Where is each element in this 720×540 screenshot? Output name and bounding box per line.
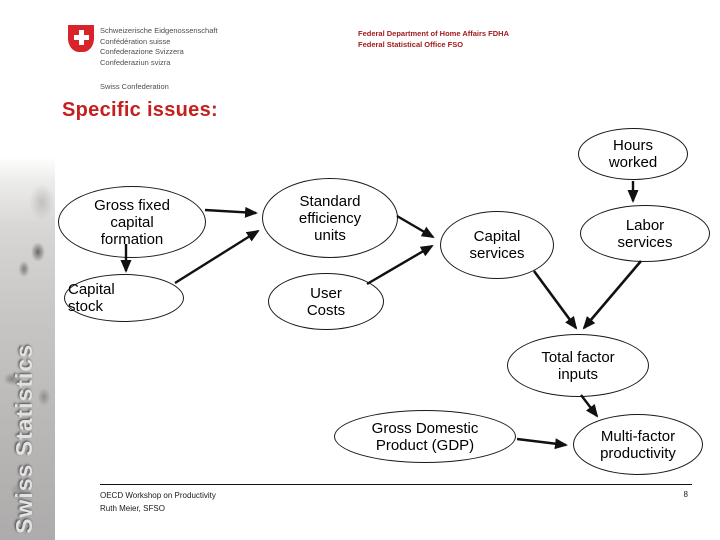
swiss-cross-horizontal <box>73 35 89 40</box>
sidebar-vertical-text: Swiss Statistics <box>11 344 37 534</box>
footer-line1: OECD Workshop on Productivity <box>100 491 216 500</box>
node-gdp: Gross Domestic Product (GDP) <box>334 410 516 463</box>
node-total-factor-inputs: Total factor inputs <box>507 334 649 397</box>
node-label-capital-services: Capital services <box>469 228 525 262</box>
department-header: Federal Department of Home Affairs FDHA … <box>358 28 509 50</box>
department-line1: Federal Department of Home Affairs FDHA <box>358 29 509 38</box>
node-hours-worked: Hours worked <box>578 128 688 180</box>
logo-line-de: Schweizerische Eidgenossenschaft <box>100 26 218 35</box>
sidebar-photo: Swiss Statistics <box>0 157 55 540</box>
page-number: 8 <box>683 490 688 499</box>
logo-line-it: Confederazione Svizzera <box>100 47 184 56</box>
footer-text: OECD Workshop on Productivity Ruth Meier… <box>100 490 216 515</box>
node-label-total-factor: Total factor inputs <box>541 348 615 383</box>
node-label-standard-units: Standard efficiency units <box>298 192 362 244</box>
node-labor-services: Labor services <box>580 205 710 262</box>
node-label-gdp: Gross Domestic Product (GDP) <box>371 419 479 454</box>
swiss-flag-icon <box>68 25 94 52</box>
confederation-logo-text: Schweizerische Eidgenossenschaft Confédé… <box>100 26 218 68</box>
arrow-standard-to-capsvc <box>396 214 435 239</box>
node-label-hours-worked: Hours worked <box>608 137 658 171</box>
node-multi-factor-productivity: Multi-factor productivity <box>573 414 703 475</box>
arrow-usercosts-to-capsvc <box>366 244 434 286</box>
department-line2: Federal Statistical Office FSO <box>358 40 464 49</box>
logo-line-rm: Confederaziun svizra <box>100 57 171 67</box>
arrow-capsvc-to-totalfac <box>532 270 578 330</box>
node-gross-fixed-capital-formation: Gross fixed capital formation <box>58 186 206 258</box>
node-label-labor-services: Labor services <box>617 216 673 251</box>
logo-line-fr: Confédération suisse <box>100 36 171 46</box>
page-title: Specific issues: <box>62 99 218 121</box>
footer-divider <box>100 484 692 485</box>
node-label-gross-fixed: Gross fixed capital formation <box>94 196 170 248</box>
node-capital-stock: Capital stock <box>64 274 184 322</box>
footer-line2: Ruth Meier, SFSO <box>100 503 165 513</box>
arrow-totalfac-to-mfp <box>580 394 599 418</box>
arrow-gdp-to-mfp <box>516 437 568 450</box>
node-label-capital-stock: Capital stock <box>68 281 115 315</box>
node-standard-efficiency-units: Standard efficiency units <box>262 178 398 258</box>
logo-tagline: Swiss Confederation <box>100 82 169 91</box>
node-user-costs: User Costs <box>268 273 384 330</box>
node-label-user-costs: User Costs <box>306 284 346 319</box>
arrow-labor-to-totalfac <box>582 260 642 330</box>
node-capital-services: Capital services <box>440 211 554 279</box>
node-label-mfp: Multi-factor productivity <box>600 427 676 462</box>
arrow-gross-to-standard <box>204 206 258 218</box>
